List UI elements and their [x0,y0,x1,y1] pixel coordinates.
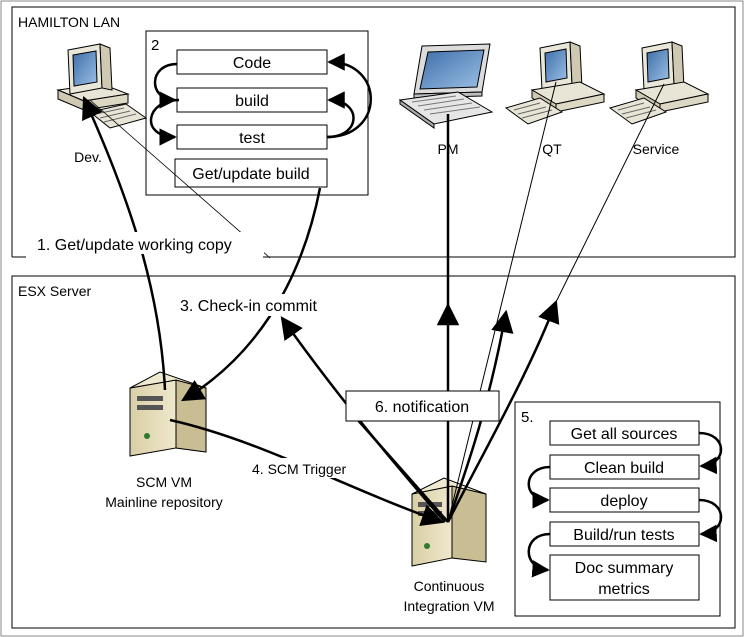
scm-server-icon [129,371,207,457]
ci-step-get-all-sources-label: Get all sources [571,426,678,443]
ci-workflow-number: 5. [521,409,534,426]
step-get-update-build-label: Get/update build [192,166,309,183]
flow-get-update-build-arrow [181,187,322,402]
ci-arrow-deploy-tests [698,498,723,543]
notify-qt-thin-line [447,81,557,523]
notify-left-line [355,417,449,523]
scm-label-line1: SCM VM [136,474,192,490]
ci-arrow-clean-deploy [527,465,551,509]
cycle-arrow-code-build [153,62,178,109]
esx-zone-border [11,275,736,629]
dev-workflow-number: 2 [151,37,159,54]
esx-zone-title: ESX Server [18,283,91,299]
step-test-label: test [239,130,265,147]
notification-label: 6. notification [375,399,469,416]
ci-step-get-all-sources: Get all sources [549,420,700,446]
dev-label: Dev. [74,149,102,165]
step-get-update-build: Get/update build [174,158,328,188]
notify-service-arrow [446,299,560,523]
service-computer-icon [608,41,710,125]
scm-trigger-label: 4. SCM Trigger [252,461,346,477]
scm-label-line2: Mainline repository [105,494,223,510]
ci-label-line2: Integration VM [403,598,494,614]
step-test: test [176,124,328,150]
cycle-arrow-build-test [149,98,180,146]
scm-trigger-label-bg [248,458,366,478]
step-code-label: Code [233,55,271,72]
qt-label: QT [542,141,562,157]
get-update-label-bg [30,232,264,254]
ci-step-metrics-label: metrics [598,581,650,598]
ci-arrow-sources-clean [698,431,723,475]
step-build-label: build [235,93,269,110]
ci-step-doc-summary-label: Doc summary [575,560,674,577]
ci-step-clean-build: Clean build [549,454,700,480]
ci-step-deploy: deploy [549,487,700,513]
pm-laptop-icon [398,43,494,129]
lan-zone-title: HAMILTON LAN [18,14,120,30]
checkin-label: 3. Check-in commit [180,298,317,315]
step-build: build [176,87,328,113]
ci-step-build-run-tests: Build/run tests [549,521,700,547]
step-code: Code [176,49,328,75]
ci-arrow-tests-doc [527,532,551,578]
checkin-label-bg [174,294,346,316]
ci-step-clean-build-label: Clean build [584,460,664,477]
qt-computer-icon [504,41,606,125]
cycle-arrow-test-code [326,53,372,139]
lan-zone-border [11,6,736,258]
ci-label-line1: Continuous [414,578,485,594]
notify-qt-arrow [446,309,514,523]
ci-step-doc-summary-metrics: Doc summary metrics [549,554,700,601]
get-update-label: 1. Get/update working copy [37,237,232,254]
dev-to-ci-thin-line [89,99,271,259]
ci-step-build-run-tests-label: Build/run tests [573,527,674,544]
notify-service-thin-line [555,83,665,303]
ci-step-deploy-label: deploy [600,493,647,510]
service-label: Service [633,141,680,157]
notification-box: 6. notification [345,390,500,422]
